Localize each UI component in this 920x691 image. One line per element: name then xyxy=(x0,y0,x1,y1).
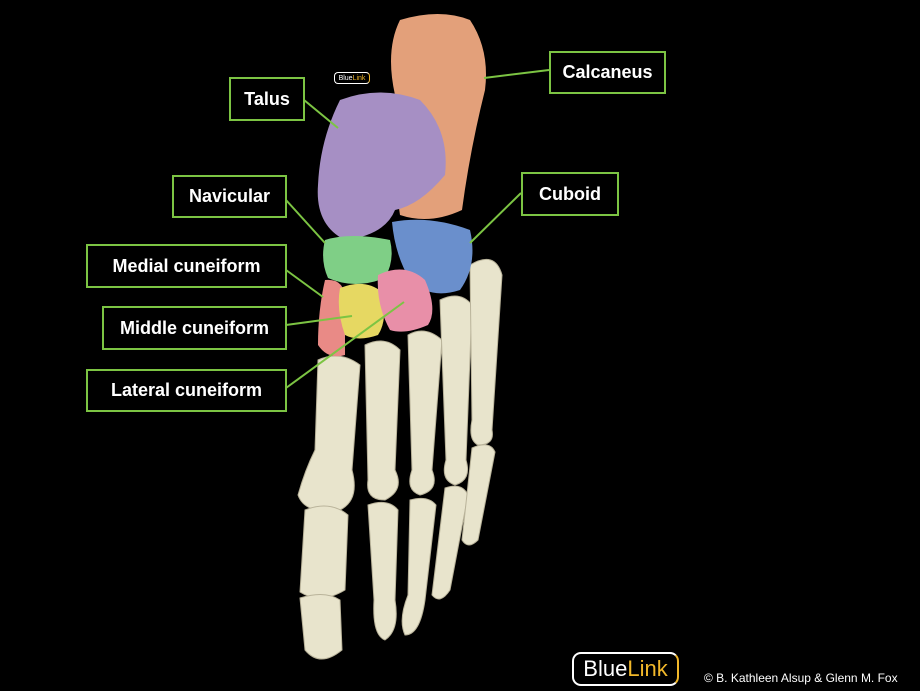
calcaneus-leader xyxy=(483,69,550,79)
navicular-bone xyxy=(323,236,392,284)
label-cuboid: Cuboid xyxy=(521,172,619,216)
logo-text-blue: Blue xyxy=(338,74,353,82)
phalanx-5 xyxy=(461,444,496,546)
metatarsal-5 xyxy=(469,258,503,446)
copyright-notice: © B. Kathleen Alsup & Glenn M. Fox xyxy=(704,671,898,685)
metatarsal-2 xyxy=(364,340,401,501)
label-medial-cuneiform: Medial cuneiform xyxy=(86,244,287,288)
label-lateral-cuneiform: Lateral cuneiform xyxy=(86,369,287,412)
label-navicular: Navicular xyxy=(172,175,287,218)
label-calcaneus: Calcaneus xyxy=(549,51,666,94)
logo-text-blue: Blue xyxy=(583,656,628,681)
metatarsal-1 xyxy=(297,355,361,512)
distal-phalanx-1 xyxy=(299,594,343,660)
label-middle-cuneiform: Middle cuneiform xyxy=(102,306,287,350)
lateral-cuneiform-bone xyxy=(377,269,433,332)
lateral-cuneiform-leader xyxy=(285,301,405,389)
metatarsal-4 xyxy=(439,295,473,486)
middle-cuneiform-leader xyxy=(285,315,353,326)
label-talus: Talus xyxy=(229,77,305,121)
phalanx-2 xyxy=(367,501,399,641)
proximal-phalanx-1 xyxy=(299,505,349,599)
phalanx-3 xyxy=(401,497,437,636)
medial-cuneiform-leader xyxy=(285,269,324,298)
logo-text-link: Link xyxy=(627,656,668,681)
talus-leader xyxy=(303,99,339,129)
talus-bone xyxy=(317,92,446,240)
logo-text-link: Link xyxy=(352,74,366,82)
middle-cuneiform-bone xyxy=(338,283,385,339)
navicular-leader xyxy=(285,199,326,244)
metatarsal-3 xyxy=(407,330,443,496)
phalanx-4 xyxy=(431,485,469,600)
cuboid-leader xyxy=(469,192,522,244)
